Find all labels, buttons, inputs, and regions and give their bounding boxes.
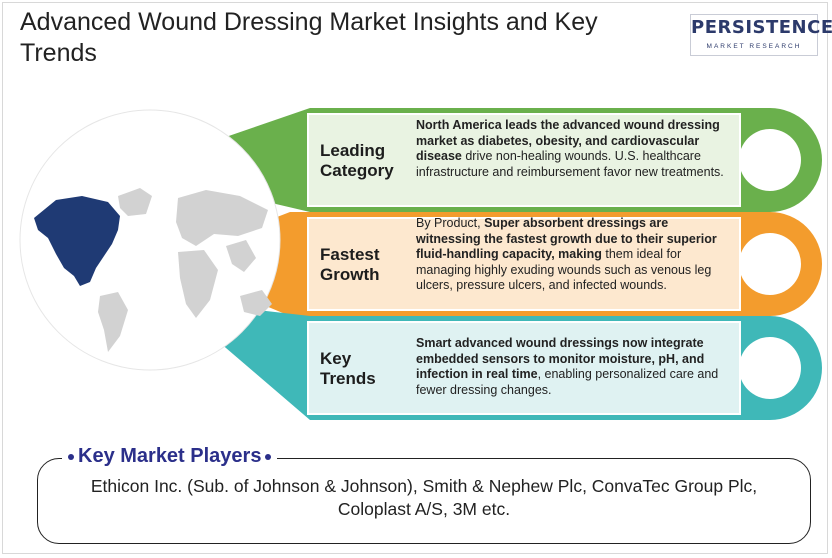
- card-trends-label-line1: Key: [320, 349, 352, 368]
- card-fastest-bold-text: Super absorbent dressings are witnessing…: [416, 216, 717, 261]
- key-players-box: [37, 458, 811, 544]
- key-players-heading: Key Market Players: [62, 445, 278, 468]
- card-fastest-label-line2: Growth: [320, 265, 380, 284]
- card-leading-label: Leading Category: [320, 141, 394, 181]
- card-trends-normal-text: , enabling personalized care and fewer d…: [416, 367, 719, 397]
- card-leading-normal-text: drive non-healing wounds. U.S. healthcar…: [416, 149, 724, 179]
- map-greenland: [118, 188, 152, 216]
- heading-dot-left: [68, 453, 74, 460]
- card-trends-shape: [170, 300, 822, 420]
- card-trends-label: Key Trends: [320, 349, 376, 389]
- card-leading-label-line1: Leading: [320, 141, 386, 160]
- card-trends-label-line2: Trends: [320, 369, 376, 388]
- heading-dot-right: [265, 453, 272, 460]
- card-leading-text: North America leads the advanced wound d…: [416, 118, 736, 180]
- world-map-globe: [19, 109, 281, 371]
- card-fastest-shape: [160, 212, 822, 316]
- map-north-america: [34, 196, 120, 286]
- card-trends-bold-text: Smart advanced wound dressings now integ…: [416, 336, 705, 381]
- card-trends-text: Smart advanced wound dressings now integ…: [416, 336, 736, 398]
- card-fastest-label: Fastest Growth: [320, 245, 380, 285]
- key-players-title: Key Market Players: [78, 445, 262, 467]
- logo-wordmark: PERSISTENCE: [691, 17, 832, 38]
- card-leading-label-line2: Category: [320, 161, 394, 180]
- logo-tagline: MARKET RESEARCH: [706, 43, 802, 50]
- map-eurasia: [176, 190, 268, 246]
- map-africa: [178, 250, 218, 318]
- map-india-asia: [226, 240, 256, 272]
- map-south-america: [98, 292, 128, 352]
- card-fastest-label-line1: Fastest: [320, 245, 380, 264]
- card-fastest-normal-text: them ideal for managing highly exuding w…: [416, 247, 712, 292]
- card-leading-bold-text: North America leads the advanced wound d…: [416, 118, 720, 163]
- page-title: Advanced Wound Dressing Market Insights …: [20, 8, 598, 67]
- card-leading-shape: [130, 108, 822, 212]
- map-australia: [240, 290, 272, 316]
- key-players-text: Ethicon Inc. (Sub. of Johnson & Johnson)…: [90, 476, 758, 519]
- persistence-logo: PERSISTENCE MARKET RESEARCH: [690, 14, 832, 56]
- card-fastest-prefix-text: By Product,: [416, 216, 485, 230]
- card-fastest-text: By Product, Super absorbent dressings ar…: [416, 216, 736, 294]
